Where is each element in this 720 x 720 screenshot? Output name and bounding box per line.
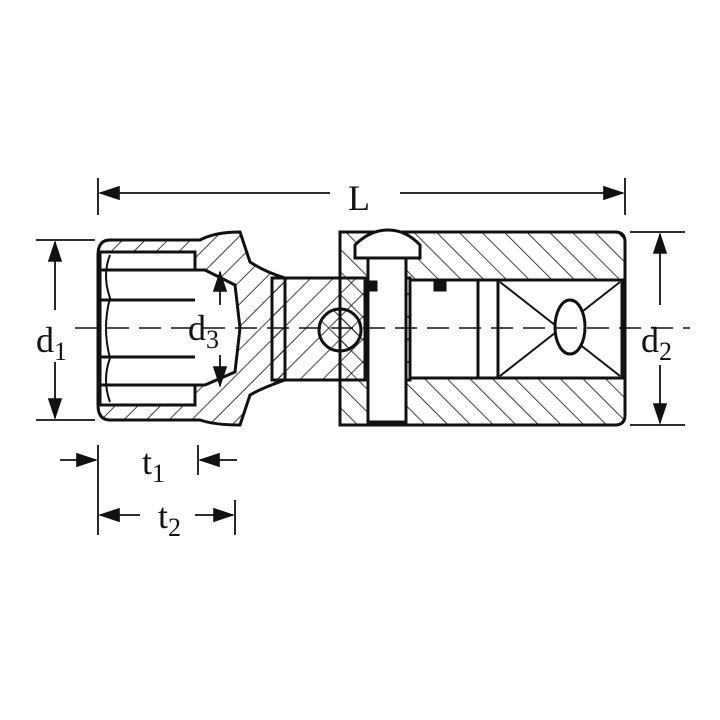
label-d2: d2	[641, 320, 672, 366]
pin-head	[353, 228, 422, 260]
label-t2: t2	[158, 496, 181, 542]
right-bore	[408, 278, 624, 380]
label-d1-sub: 1	[54, 337, 67, 366]
label-d3: d3	[188, 308, 219, 354]
label-t2-base: t	[158, 496, 168, 536]
label-d2-sub: 2	[659, 337, 672, 366]
label-d2-base: d	[641, 320, 659, 360]
label-t1: t1	[142, 442, 165, 488]
label-d1: d1	[36, 320, 67, 366]
label-t1-sub: 1	[152, 459, 165, 488]
label-t1-base: t	[142, 442, 152, 482]
left-bore	[98, 250, 242, 407]
label-d3-base: d	[188, 308, 206, 348]
pivot-pin	[366, 248, 408, 424]
detent-hole	[553, 298, 587, 356]
label-t2-sub: 2	[168, 513, 181, 542]
label-d3-sub: 3	[206, 325, 219, 354]
label-d1-base: d	[36, 320, 54, 360]
label-L: L	[348, 178, 370, 218]
socket-body	[96, 228, 627, 427]
dimension-lines	[36, 178, 685, 535]
